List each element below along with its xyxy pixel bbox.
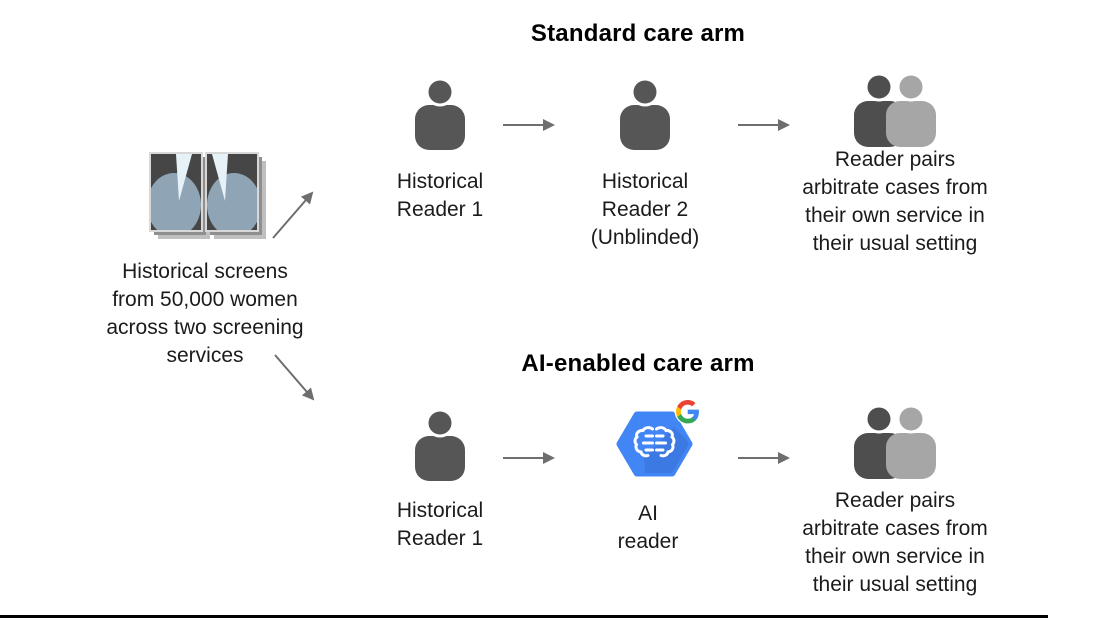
mammogram-right-panel bbox=[205, 152, 259, 232]
person-icon bbox=[620, 77, 670, 150]
standard-reader2-label: Historical Reader 2 (Unblinded) bbox=[590, 170, 700, 249]
reader-pair-icon bbox=[854, 404, 936, 479]
brain-glyph bbox=[633, 426, 676, 458]
google-cloud-ai-brain-icon bbox=[616, 398, 701, 477]
ai-reader-label: AI reader bbox=[617, 502, 679, 553]
standard-arm-title: Standard care arm bbox=[530, 20, 746, 47]
ai-arm-title: AI-enabled care arm bbox=[521, 350, 755, 377]
source-label: Historical screens from 50,000 women acr… bbox=[106, 260, 304, 367]
arrow-source-to-standard-icon bbox=[272, 191, 314, 239]
person-icon bbox=[415, 77, 465, 150]
ai-outcome-label: Reader pairs arbitrate cases from their … bbox=[802, 489, 988, 596]
mammogram-left-panel bbox=[149, 152, 203, 232]
standard-reader1-label: Historical Reader 1 bbox=[396, 170, 484, 221]
reader-pair-icon bbox=[854, 72, 936, 147]
mammogram-films-icon bbox=[149, 152, 266, 239]
standard-outcome-label: Reader pairs arbitrate cases from their … bbox=[802, 148, 988, 255]
ai-arm-reader1-label: Historical Reader 1 bbox=[396, 499, 484, 550]
person-icon bbox=[415, 408, 465, 481]
google-g-logo-icon bbox=[674, 398, 701, 425]
figure-bottom-border bbox=[0, 615, 1048, 618]
